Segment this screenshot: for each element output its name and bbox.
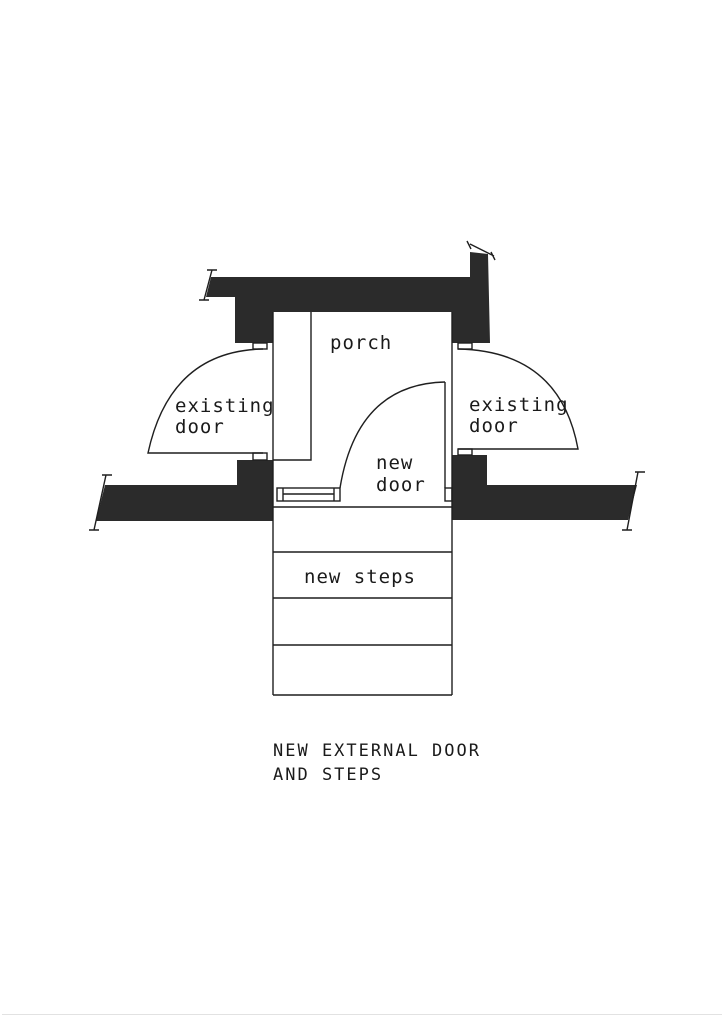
left-lower-wall: [89, 460, 273, 531]
new-door: [339, 381, 446, 489]
drawing-title-line-1: NEW EXTERNAL DOOR: [273, 741, 481, 761]
door-sill: [276, 487, 341, 502]
top-wall: [199, 240, 496, 343]
break-symbol-top-right: [466, 240, 496, 261]
new-door-label-1: new: [376, 452, 413, 474]
break-symbol-top-left: [199, 269, 217, 301]
new-steps: [273, 551, 452, 696]
existing-door-right-label-2: door: [469, 415, 519, 437]
new-steps-label: new steps: [304, 566, 416, 588]
porch-partition: [273, 312, 312, 461]
existing-door-right: [457, 342, 579, 456]
page-edge-line: [2, 1014, 722, 1015]
drawing-title-line-2: AND STEPS: [273, 765, 383, 785]
break-symbol-right: [622, 471, 645, 531]
break-symbol-left: [89, 474, 112, 531]
porch-label: porch: [330, 332, 392, 354]
existing-door-left: [147, 342, 268, 461]
right-lower-wall: [452, 455, 645, 531]
existing-door-left-label-2: door: [175, 416, 225, 438]
existing-door-right-label-1: existing: [469, 394, 569, 416]
new-door-label-2: door: [376, 474, 426, 496]
existing-door-left-label-1: existing: [175, 395, 275, 417]
porch: [272, 312, 453, 695]
